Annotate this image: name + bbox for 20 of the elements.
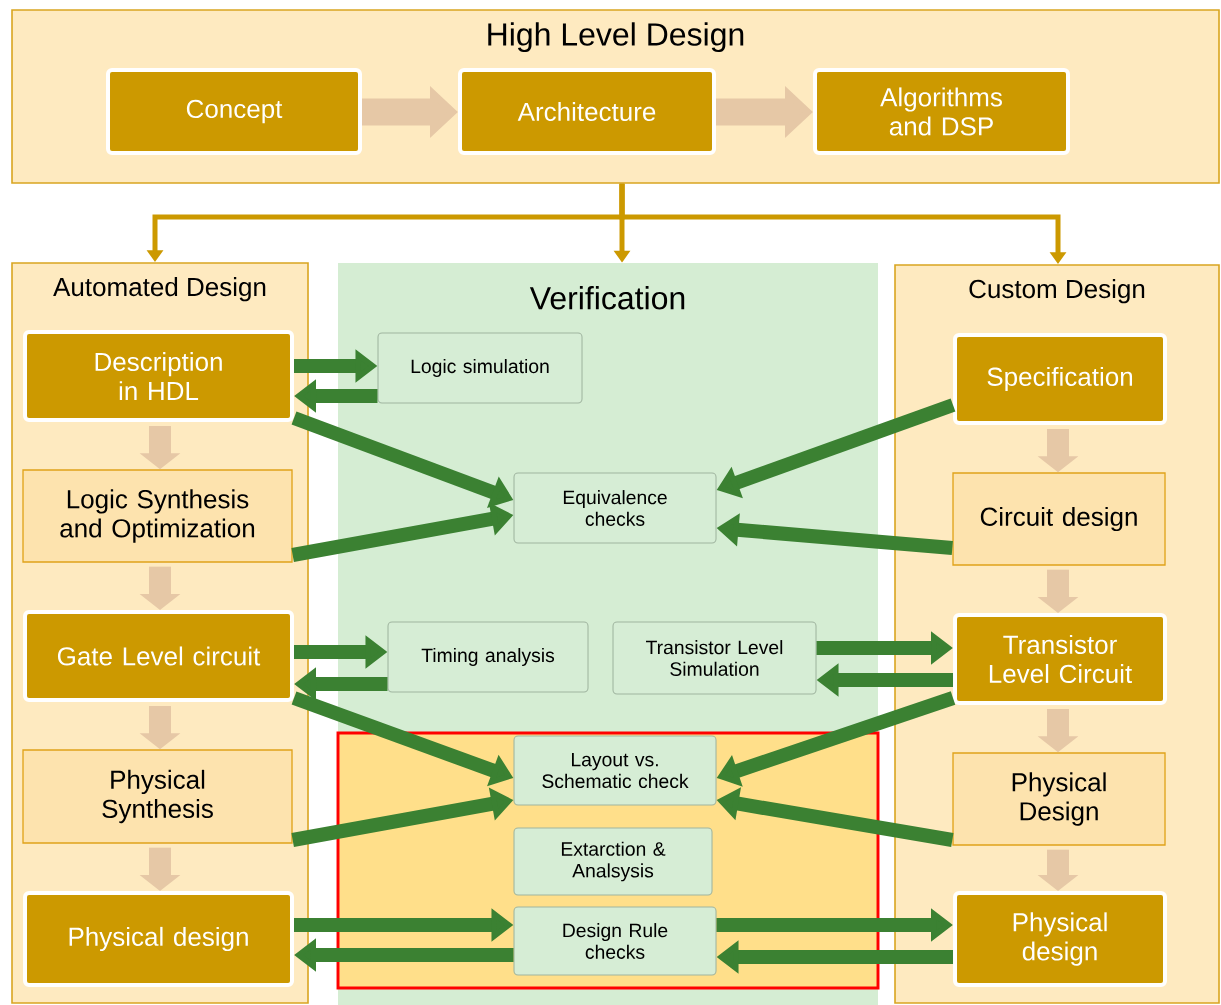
process-box: Architecture xyxy=(458,68,716,155)
process-box: Algorithms and DSP xyxy=(813,68,1070,155)
check-box: Extarction & Analsysis xyxy=(513,827,713,896)
process-box: Logic Synthesis and Optimization xyxy=(22,469,293,563)
check-box: Layout vs. Schematic check xyxy=(513,735,717,806)
process-box: Concept xyxy=(106,68,362,155)
process-box: Physical design xyxy=(953,891,1167,987)
process-box: Transistor Level Circuit xyxy=(953,613,1167,705)
process-box: Gate Level circuit xyxy=(23,610,294,702)
process-box: Circuit design xyxy=(952,472,1166,566)
process-box: Description in HDL xyxy=(23,330,294,422)
check-box: Logic simulation xyxy=(377,332,583,404)
check-box: Design Rule checks xyxy=(513,906,717,976)
process-box: Physical Design xyxy=(952,752,1166,846)
process-box: Specification xyxy=(953,333,1167,425)
process-box: Physical design xyxy=(23,891,294,987)
process-box: Physical Synthesis xyxy=(22,749,293,844)
check-box: Timing analysis xyxy=(387,621,589,693)
check-box: Equivalence checks xyxy=(513,472,717,544)
check-box: Transistor Level Simulation xyxy=(612,621,817,695)
